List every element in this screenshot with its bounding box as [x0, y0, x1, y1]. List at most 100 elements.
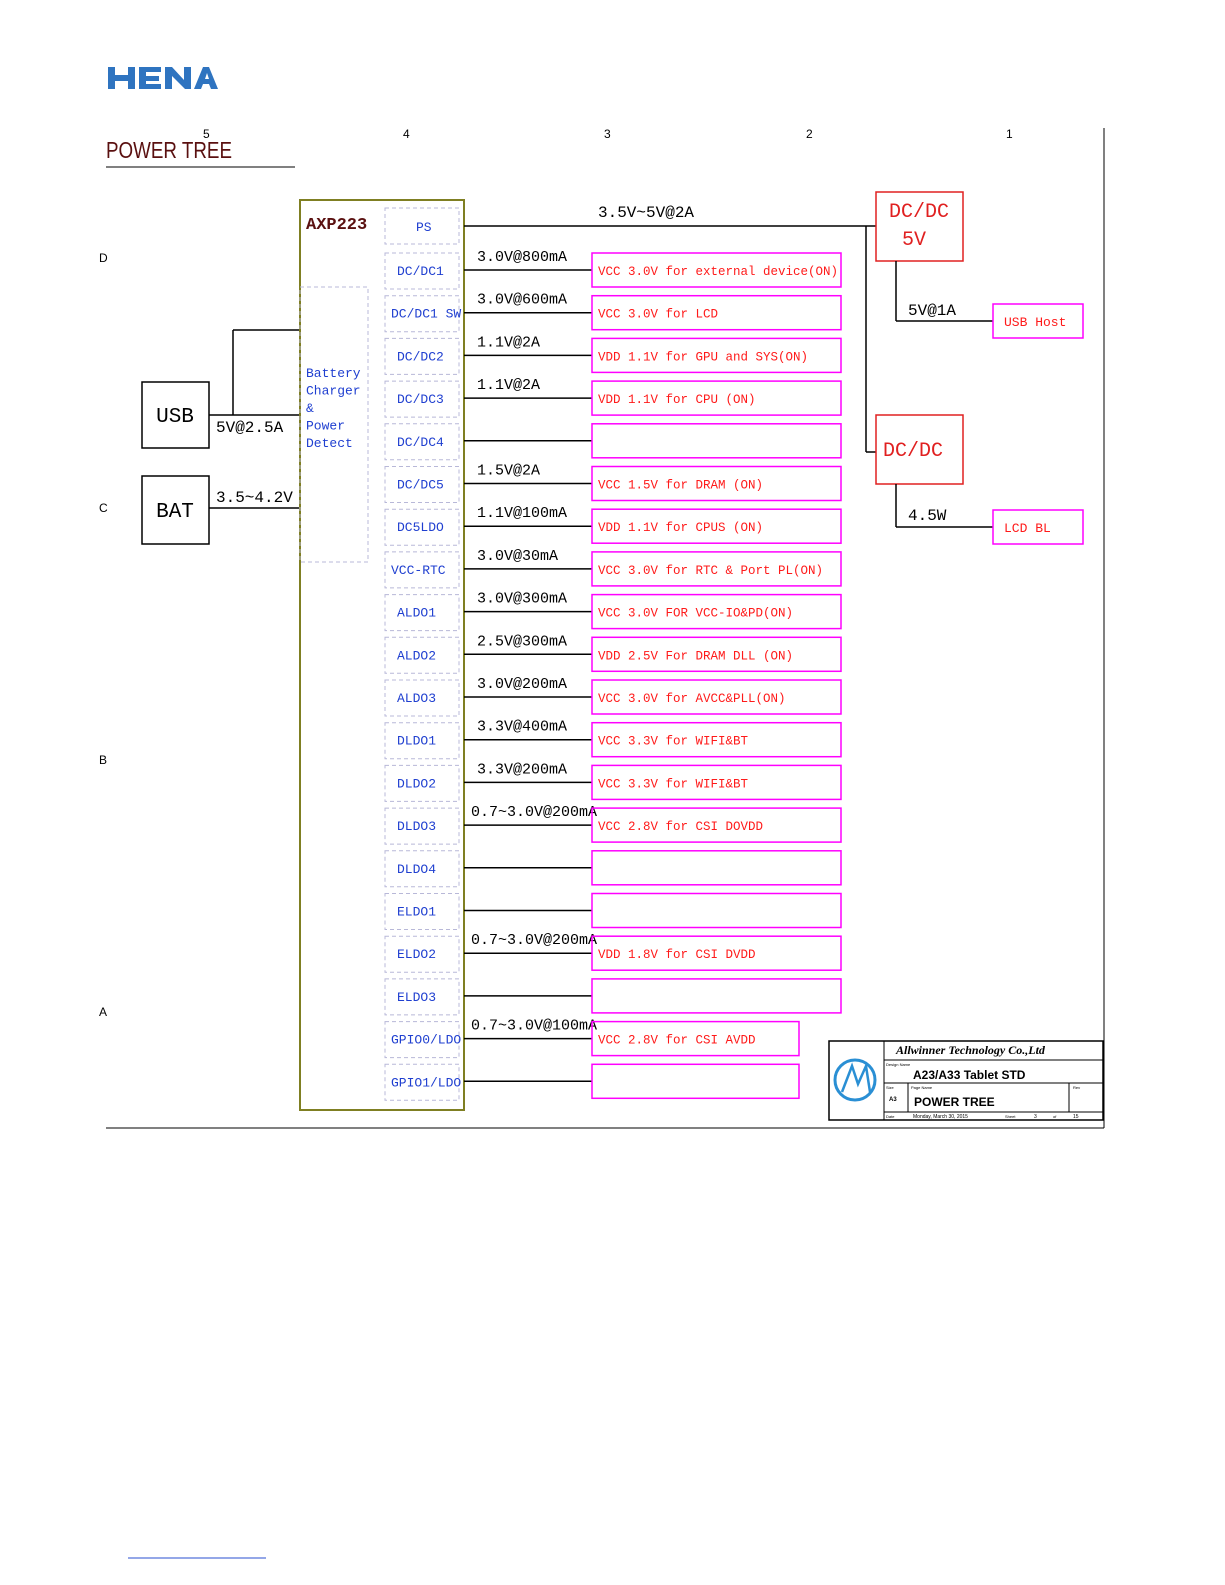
dcdc-5v-label-line1: DC/DC [889, 201, 949, 224]
allwinner-logo [833, 1058, 877, 1102]
load-label: VDD 1.1V for CPU (ON) [598, 393, 756, 407]
pin-box [384, 636, 460, 674]
charger-detect-line: Power [306, 419, 345, 434]
load-box [591, 721, 842, 758]
load-label: VCC 3.0V for LCD [598, 308, 718, 322]
rail-spec: 1.1V@2A [477, 377, 540, 394]
pin-label: VCC-RTC [391, 563, 446, 578]
charger-detect-line: Battery [306, 366, 361, 381]
title-block-sheet: 3 [1034, 1114, 1037, 1120]
pin-label: DC/DC1 SW [391, 307, 461, 322]
title-block-date: Monday, March 30, 2015 [913, 1114, 968, 1120]
title-block-rev-label: Rev [1073, 1085, 1080, 1090]
rail-spec: 3.0V@200mA [477, 676, 567, 693]
pin-box [384, 679, 460, 717]
charger-detect-line: & [306, 401, 314, 416]
load-box [591, 978, 842, 1014]
pin-label: DLDO3 [397, 819, 436, 834]
load-box [591, 508, 842, 544]
rail-spec: 3.0V@300mA [477, 591, 567, 608]
lcd-bl-load-label: LCD BL [1004, 521, 1051, 536]
rail-spec: 3.0V@800mA [477, 249, 567, 266]
pin-label: DLDO1 [397, 734, 436, 749]
title-block: Allwinner Technology Co.,Ltd Design Name… [828, 1040, 1104, 1121]
title-block-size-label: Size [886, 1085, 895, 1090]
lcd-bl-load-box [992, 509, 1084, 545]
pin-box [384, 295, 460, 333]
load-box [591, 337, 842, 374]
pmic-block [299, 199, 465, 1111]
rail-spec: 1.1V@100mA [477, 505, 567, 522]
load-box [591, 551, 842, 587]
pin-box [384, 508, 460, 546]
zone-label-left: B [99, 753, 107, 767]
dcdc-5v-converter [875, 191, 964, 262]
ps-rail-spec: 3.5V~5V@2A [598, 204, 694, 222]
pin-label: ELDO3 [397, 990, 436, 1005]
load-box [591, 892, 842, 929]
load-label: VCC 1.5V for DRAM (ON) [598, 479, 763, 493]
allwinner-logo-mark [840, 1061, 872, 1093]
logo-letter-e [139, 67, 161, 89]
pin-box [384, 380, 460, 418]
pin-box [384, 252, 460, 290]
pin-label: DC/DC3 [397, 392, 444, 407]
rail-spec: 0.7~3.0V@100mA [471, 1018, 597, 1035]
load-box [591, 807, 842, 843]
load-box [591, 252, 842, 288]
dcdc-backlight-label: DC/DC [883, 440, 943, 463]
pin-label: DC/DC2 [397, 349, 444, 364]
pin-box [384, 1021, 460, 1059]
rail-spec: 3.3V@200mA [477, 761, 567, 778]
load-box [591, 423, 842, 459]
pin-label: ALDO3 [397, 691, 436, 706]
pin-ps-box [384, 207, 460, 245]
load-label: VCC 3.3V for WIFI&BT [598, 735, 749, 749]
rail-spec: 3.3V@400mA [477, 719, 567, 736]
pin-label: ELDO2 [397, 947, 436, 962]
logo-letter-h [108, 67, 135, 89]
bat-input-label: BAT [156, 501, 194, 524]
rail-spec: 3.0V@600mA [477, 292, 567, 309]
zone-label-top: 4 [403, 127, 410, 141]
pin-label: ALDO1 [397, 606, 436, 621]
page-title: POWER TREE [106, 137, 232, 163]
logo-letter-n [165, 67, 191, 89]
pin-box [384, 893, 460, 930]
pin-label: DLDO2 [397, 776, 436, 791]
load-box [591, 294, 842, 331]
load-box [591, 1063, 800, 1100]
rail-spec: 1.5V@2A [477, 463, 540, 480]
load-box [591, 465, 842, 502]
pin-label: DLDO4 [397, 862, 436, 877]
usb-input-label: USB [156, 406, 194, 429]
title-block-border [828, 1040, 1104, 1121]
pin-box [384, 423, 460, 461]
pin-box [384, 935, 460, 973]
bat-input-box [141, 475, 210, 545]
rail-spec: 2.5V@300mA [477, 633, 567, 650]
load-label: VCC 3.0V for external device(ON) [598, 265, 838, 279]
pin-label: DC/DC1 [397, 264, 444, 279]
pin-box [384, 594, 460, 632]
zone-label-top: 5 [203, 127, 210, 141]
dcdc-bl-out-spec: 4.5W [908, 507, 947, 525]
usb-input-spec: 5V@2.5A [216, 419, 284, 437]
pin-box [384, 764, 460, 802]
charger-detect-line: Detect [306, 436, 353, 451]
logo-letter-a [194, 67, 218, 89]
title-block-page-label: Page Name [911, 1085, 933, 1090]
pin-label: DC/DC5 [397, 478, 444, 493]
pin-label: GPIO0/LDO [391, 1033, 461, 1048]
dcdc-5v-label-line2: 5V [902, 229, 926, 252]
title-block-date-label: Date [886, 1114, 895, 1119]
regulator-rails: DC/DC1 3.0V@800mA VCC 3.0V for external de… [384, 249, 842, 1101]
rail-spec: 3.0V@30mA [477, 548, 558, 565]
pin-label: DC/DC4 [397, 435, 444, 450]
bat-input-spec: 3.5~4.2V [216, 489, 293, 507]
load-box [591, 380, 842, 416]
load-label: VDD 1.8V for CSI DVDD [598, 948, 756, 962]
zone-label-top: 3 [604, 127, 611, 141]
title-block-design: A23/A33 Tablet STD [913, 1068, 1026, 1082]
